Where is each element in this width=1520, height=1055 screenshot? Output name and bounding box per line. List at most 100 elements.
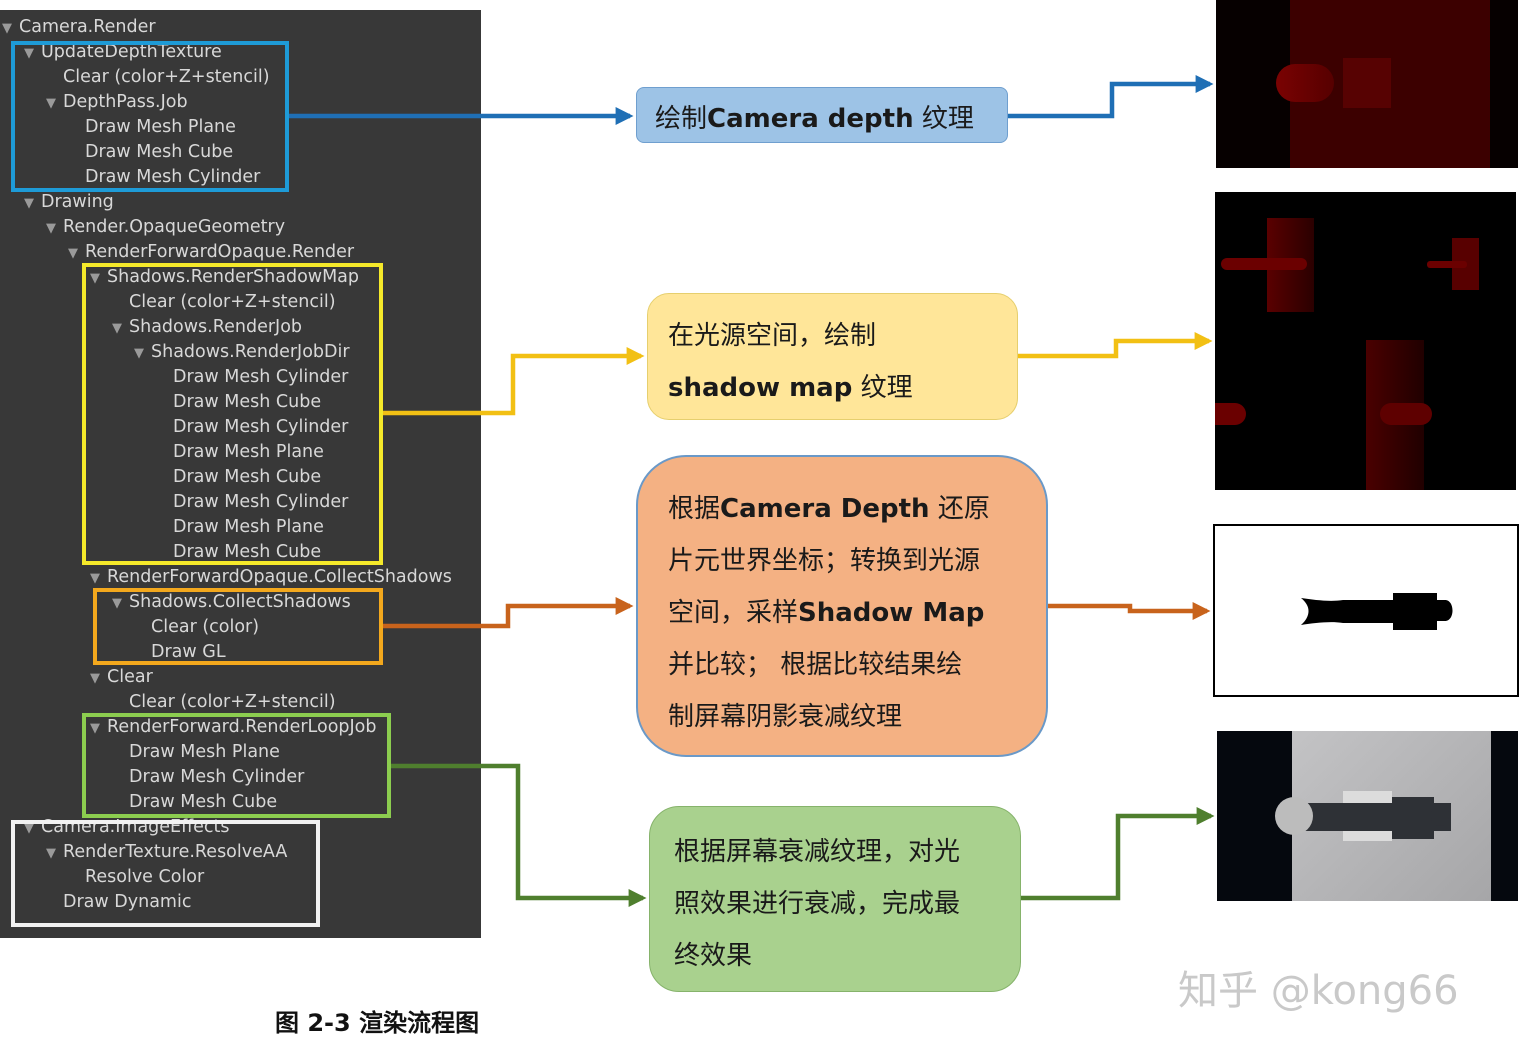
tree-row[interactable]: ▼ Shadows.RenderJob xyxy=(112,315,302,340)
expand-triangle-icon[interactable]: ▼ xyxy=(90,571,100,586)
expand-triangle-icon[interactable]: ▼ xyxy=(46,96,56,111)
tree-row[interactable]: Clear (color+Z+stencil) xyxy=(112,290,336,315)
shadow-cylinder-c xyxy=(1380,403,1432,425)
shadowmap-pass-highlight xyxy=(82,263,383,565)
tree-row-label: Resolve Color xyxy=(85,867,205,887)
tree-row[interactable]: Draw Dynamic xyxy=(46,890,191,915)
zhihu-watermark: 知乎 @kong66 xyxy=(1178,968,1459,1014)
lit-sphere xyxy=(1275,797,1313,835)
shadow-cylinder-b xyxy=(1427,261,1467,268)
tree-row[interactable]: ▼DepthPass.Job xyxy=(46,90,188,115)
arrow-shadowmap-to-callout xyxy=(383,347,645,416)
tree-row[interactable]: ▼ Render.OpaqueGeometry xyxy=(46,215,285,240)
tree-row[interactable]: Draw Mesh Cylinder xyxy=(112,765,304,790)
screen-shadow-silhouette xyxy=(1301,593,1453,630)
callout-final-lighting: 根据屏幕衰减纹理，对光照效果进行衰减，完成最终效果 xyxy=(649,806,1021,992)
tree-row[interactable]: Draw Mesh Cylinder xyxy=(156,415,348,440)
expand-triangle-icon[interactable]: ▼ xyxy=(46,221,56,236)
tree-row-label: Shadows.RenderJobDir xyxy=(151,342,350,362)
tree-row[interactable]: Draw Mesh Cube xyxy=(68,140,233,165)
arrow-shadowmap-callout-to-thumb xyxy=(1018,332,1213,359)
tree-row-label: Draw Mesh Plane xyxy=(129,742,280,762)
callout-line: 空间，采样Shadow Map xyxy=(668,587,1046,639)
callout-emphasis: Camera Depth xyxy=(720,494,930,524)
callout-line: shadow map 纹理 xyxy=(668,362,1017,414)
shadow-cylinder-a xyxy=(1221,258,1307,270)
expand-triangle-icon[interactable]: ▼ xyxy=(46,846,56,861)
tree-row[interactable]: Draw Mesh Cube xyxy=(156,465,321,490)
tree-row[interactable]: Resolve Color xyxy=(68,865,204,890)
tree-row[interactable]: ▼RenderForwardOpaque.CollectShadows xyxy=(90,565,452,590)
tree-row-label: Draw Mesh Plane xyxy=(173,442,324,462)
tree-row-label: Clear xyxy=(107,667,153,687)
tree-row[interactable]: Draw Mesh Plane xyxy=(156,515,324,540)
callout-text: 终效果 xyxy=(674,941,753,971)
callout-text: 制屏幕阴影衰减纹理 xyxy=(668,702,903,732)
tree-row[interactable]: ▼Shadows.RenderShadowMap xyxy=(90,265,359,290)
tree-row[interactable]: Draw Mesh Cube xyxy=(156,540,321,565)
tree-row[interactable]: Draw Mesh Cube xyxy=(156,390,321,415)
tree-row-label: Clear (color) xyxy=(151,617,260,637)
tree-row-label: Camera.Render xyxy=(19,17,156,37)
tree-row[interactable]: Draw Mesh Cylinder xyxy=(68,165,260,190)
tree-row[interactable]: ▼Shadows.CollectShadows xyxy=(112,590,351,615)
tree-row[interactable]: Clear (color+Z+stencil) xyxy=(112,690,336,715)
arrow-depth-callout-to-thumb xyxy=(1008,75,1214,119)
tree-row[interactable]: Clear (color) xyxy=(134,615,259,640)
arrow-final-callout-to-thumb xyxy=(1021,807,1215,901)
expand-triangle-icon[interactable]: ▼ xyxy=(90,271,100,286)
tree-row[interactable]: ▼ Shadows.RenderJobDir xyxy=(134,340,350,365)
expand-triangle-icon[interactable]: ▼ xyxy=(24,46,34,61)
tree-row-label: Clear (color+Z+stencil) xyxy=(129,292,336,312)
tree-row[interactable]: ▼ Clear xyxy=(90,665,153,690)
tree-row[interactable]: ▼ Camera.Render xyxy=(2,15,156,40)
tree-row-label: Clear (color+Z+stencil) xyxy=(63,67,270,87)
expand-triangle-icon[interactable]: ▼ xyxy=(90,721,100,736)
tree-row[interactable]: ▼RenderForwardOpaque.Render xyxy=(68,240,354,265)
expand-triangle-icon[interactable]: ▼ xyxy=(112,596,122,611)
tree-row[interactable]: Draw Mesh Plane xyxy=(68,115,236,140)
callout-text: 根据屏幕衰减纹理，对光 xyxy=(674,837,961,867)
tree-row-label: Render.OpaqueGeometry xyxy=(63,217,286,237)
image-effects-highlight xyxy=(11,820,320,927)
callout-emphasis: Shadow Map xyxy=(798,598,985,628)
lit-cylinder-end xyxy=(1431,804,1449,826)
tree-row-label: Draw Mesh Plane xyxy=(173,517,324,537)
tree-row[interactable]: ▼RenderTexture.ResolveAA xyxy=(46,840,287,865)
callout-line: 照效果进行衰减，完成最 xyxy=(674,878,1020,930)
tree-row-label: Draw GL xyxy=(151,642,226,662)
callout-line: 根据屏幕衰减纹理，对光 xyxy=(674,826,1020,878)
tree-row[interactable]: Draw Mesh Cylinder xyxy=(156,490,348,515)
callout-line: 制屏幕阴影衰减纹理 xyxy=(668,691,1046,743)
callout-text: 纹理 xyxy=(913,104,974,134)
tree-row-label: Shadows.RenderJob xyxy=(129,317,303,337)
tree-row[interactable]: Draw Mesh Cube xyxy=(112,790,277,815)
tree-row[interactable]: ▼ UpdateDepthTexture xyxy=(24,40,222,65)
expand-triangle-icon[interactable]: ▼ xyxy=(24,196,34,211)
depth-cube xyxy=(1343,58,1391,108)
figure-caption: 图 2-3 渲染流程图 xyxy=(275,1009,480,1037)
callout-collect-shadows: 根据Camera Depth 还原片元世界坐标；转换到光源空间，采样Shadow… xyxy=(636,455,1048,757)
expand-triangle-icon[interactable]: ▼ xyxy=(24,821,34,836)
depth-cylinder xyxy=(1276,64,1334,102)
depth-texture-thumbnail xyxy=(1216,0,1518,168)
expand-triangle-icon[interactable]: ▼ xyxy=(68,246,78,261)
tree-row[interactable]: Draw Mesh Plane xyxy=(156,440,324,465)
arrow-collect-to-callout xyxy=(383,597,634,629)
collect-shadows-highlight xyxy=(93,588,383,665)
tree-row[interactable]: Draw GL xyxy=(134,640,226,665)
tree-row[interactable]: ▼Drawing xyxy=(24,190,114,215)
callout-text: 还原 xyxy=(929,494,990,524)
expand-triangle-icon[interactable]: ▼ xyxy=(134,346,144,361)
shadow-cylinder-d xyxy=(1215,403,1246,425)
tree-row-label: UpdateDepthTexture xyxy=(41,42,222,62)
tree-row[interactable]: Clear (color+Z+stencil) xyxy=(46,65,270,90)
tree-row[interactable]: Draw Mesh Cylinder xyxy=(156,365,348,390)
tree-row[interactable]: ▼RenderForward.RenderLoopJob xyxy=(90,715,376,740)
expand-triangle-icon[interactable]: ▼ xyxy=(2,21,12,36)
expand-triangle-icon[interactable]: ▼ xyxy=(90,671,100,686)
tree-row[interactable]: Draw Mesh Plane xyxy=(112,740,280,765)
expand-triangle-icon[interactable]: ▼ xyxy=(112,321,122,336)
